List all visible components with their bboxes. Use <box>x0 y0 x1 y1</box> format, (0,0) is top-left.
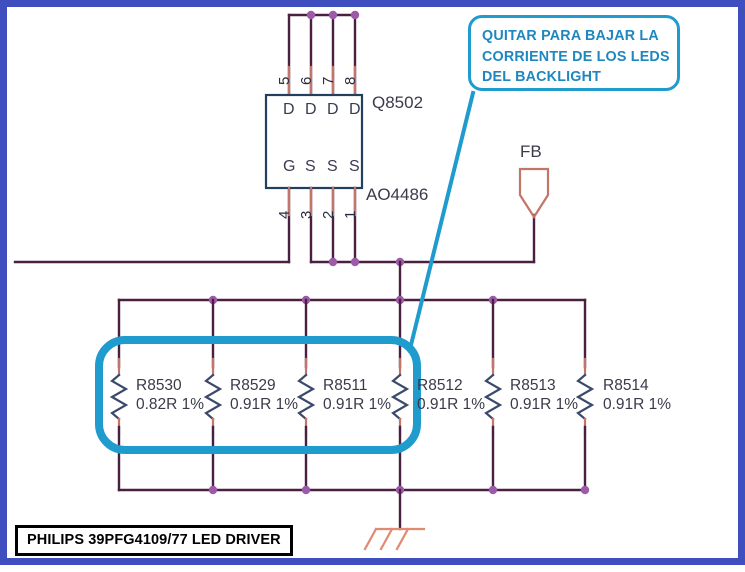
resistor-name-r8513: R8513 <box>510 377 556 394</box>
resistor-value-r8513: 0.91R 1% <box>510 396 579 413</box>
pin-function-2: S <box>327 158 338 175</box>
junction-dot <box>328 257 338 267</box>
callout-leader-line <box>408 90 476 348</box>
junction-dot <box>328 10 338 20</box>
resistor-symbol <box>483 373 503 421</box>
junction-dot <box>306 10 316 20</box>
transistor-body <box>264 93 364 190</box>
pin-number-1: 1 <box>342 210 359 219</box>
highlight-oval <box>95 336 421 454</box>
pin-number-5: 5 <box>276 76 293 85</box>
resistor-value-r8512: 0.91R 1% <box>417 396 486 413</box>
pin-number-7: 7 <box>320 76 337 85</box>
junction-dot <box>208 485 218 495</box>
junction-dot <box>350 257 360 267</box>
pin-number-2: 2 <box>320 210 337 219</box>
callout-line-1: QUITAR PARA BAJAR LA <box>482 28 659 44</box>
resistor-symbol <box>575 373 595 421</box>
resistor-branch-group <box>109 298 595 492</box>
fb-connector-symbol <box>518 167 550 220</box>
junction-dot <box>488 485 498 495</box>
callout-line-2: CORRIENTE DE LOS LEDS <box>482 48 670 65</box>
annotation-callout: QUITAR PARA BAJAR LA CORRIENTE DE LOS LE… <box>468 15 680 91</box>
resistor-symbol <box>203 373 223 421</box>
resistor-value-r8511: 0.91R 1% <box>323 396 392 413</box>
ground-symbol <box>363 527 426 551</box>
resistor-value-r8514: 0.91R 1% <box>603 396 672 413</box>
pin-number-4: 4 <box>276 210 293 219</box>
resistor-name-r8511: R8511 <box>323 377 368 394</box>
resistor-name-r8512: R8512 <box>417 377 463 394</box>
junction-dot <box>580 485 590 495</box>
resistor-symbol <box>390 373 410 421</box>
pin-number-8: 8 <box>342 76 359 85</box>
resistor-name-r8529: R8529 <box>230 377 276 394</box>
pin-function-3: S <box>305 158 316 175</box>
junction-dot <box>301 485 311 495</box>
pin-function-5: D <box>283 101 295 118</box>
callout-line-3: DEL BACKLIGHT <box>482 69 602 86</box>
pin-function-7: D <box>327 101 339 118</box>
pin-function-6: D <box>305 101 317 118</box>
pin-number-6: 6 <box>298 76 315 85</box>
schematic-canvas <box>13 10 595 551</box>
transistor-refdes: Q8502 <box>372 93 424 112</box>
resistor-name-r8514: R8514 <box>603 377 649 394</box>
resistor-value-r8529: 0.91R 1% <box>230 396 299 413</box>
resistor-name-r8530: R8530 <box>136 377 182 394</box>
junction-dot <box>350 10 360 20</box>
pin-function-4: G <box>283 158 296 175</box>
fb-connector-label: FB <box>520 142 542 161</box>
pin-function-8: D <box>349 101 361 118</box>
resistor-symbol <box>296 373 316 421</box>
resistor-symbol <box>109 373 129 421</box>
diagram-caption: PHILIPS 39PFG4109/77 LED DRIVER <box>15 525 293 556</box>
resistor-value-r8530: 0.82R 1% <box>136 396 205 413</box>
transistor-part-number: AO4486 <box>366 185 429 204</box>
pin-number-3: 3 <box>298 210 315 219</box>
pin-function-1: S <box>349 158 360 175</box>
